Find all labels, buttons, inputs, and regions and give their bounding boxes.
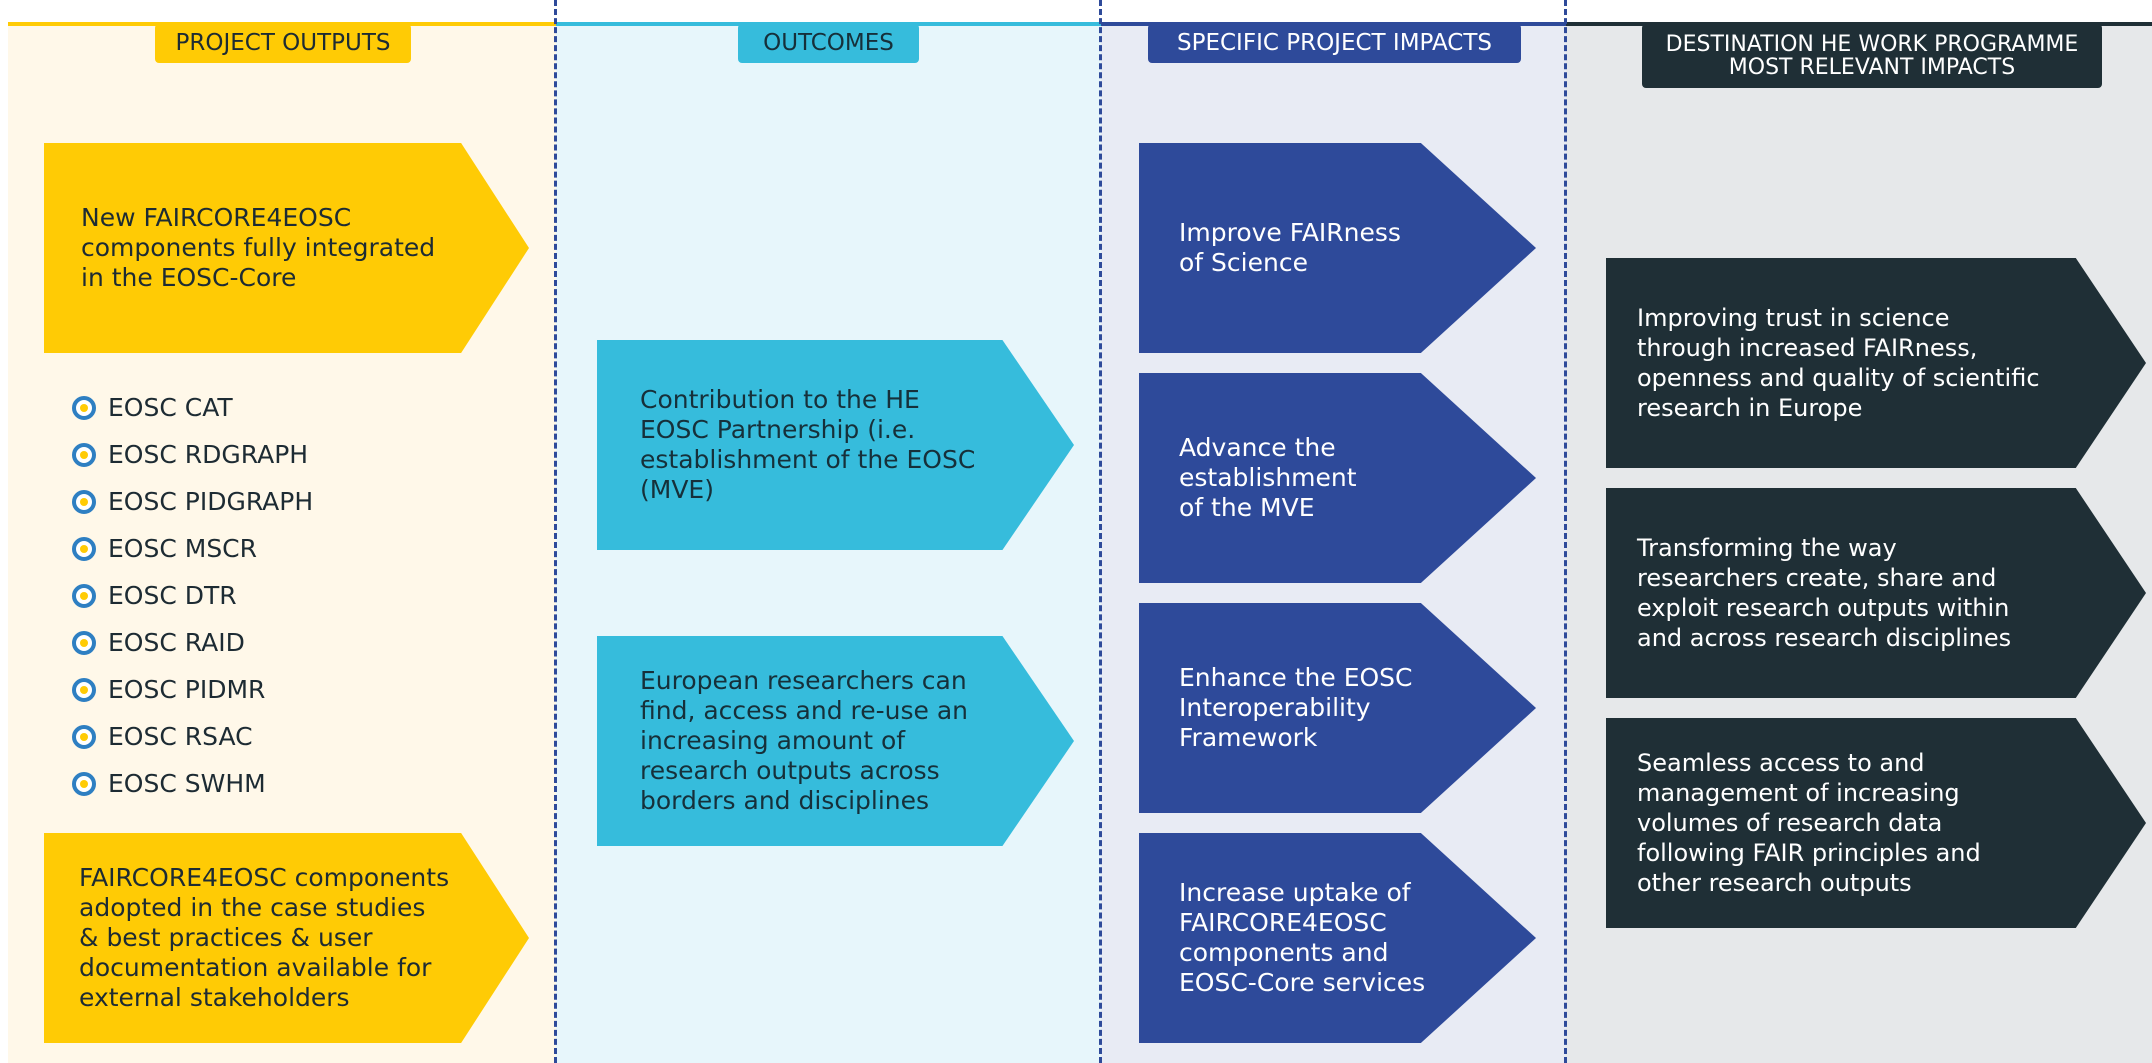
output-arrow-integrated: New FAIRCORE4EOSC components fully integ… <box>44 143 529 353</box>
impact-arrow-interoperability-text: Enhance the EOSC Interoperability Framew… <box>1179 663 1413 752</box>
destination-header: DESTINATION HE WORK PROGRAMME MOST RELEV… <box>1642 24 2102 88</box>
outcomes-header: OUTCOMES <box>738 24 919 63</box>
outcome-arrow-partnership: Contribution to the HE EOSC Partnership … <box>597 340 1074 550</box>
component-list: EOSC CAT EOSC RDGRAPH EOSC PIDGRAPH EOSC… <box>72 384 313 807</box>
eosc-ring-icon <box>72 771 96 796</box>
impact-arrow-mve-text: Advance the establishment of the MVE <box>1179 433 1357 522</box>
destination-arrow-trust-text: Improving trust in science through incre… <box>1637 304 2040 422</box>
list-item: EOSC PIDMR <box>72 666 313 713</box>
destination-arrow-trust: Improving trust in science through incre… <box>1606 258 2146 468</box>
output-arrow-adopted: FAIRCORE4EOSC components adopted in the … <box>44 833 529 1043</box>
output-arrow-adopted-text: FAIRCORE4EOSC components adopted in the … <box>79 863 450 1012</box>
impact-arrow-uptake-text: Increase uptake of FAIRCORE4EOSC compone… <box>1179 878 1426 997</box>
eosc-ring-icon <box>72 724 96 749</box>
eosc-ring-icon <box>72 677 96 702</box>
eosc-ring-icon <box>72 630 96 655</box>
outcome-arrow-researchers: European researchers can find, access an… <box>597 636 1074 846</box>
outcome-arrow-researchers-text: European researchers can find, access an… <box>640 666 969 815</box>
destination-arrow-seamless: Seamless access to and management of inc… <box>1606 718 2146 928</box>
eosc-ring-icon <box>72 395 96 420</box>
list-item: EOSC RDGRAPH <box>72 431 313 478</box>
destination-arrow-transforming-text: Transforming the way researchers create,… <box>1637 534 2012 652</box>
list-item: EOSC MSCR <box>72 525 313 572</box>
divider-outputs-outcomes <box>554 0 557 1063</box>
divider-impacts-destination <box>1564 0 1567 1063</box>
list-item: EOSC DTR <box>72 572 313 619</box>
list-item: EOSC RAID <box>72 619 313 666</box>
list-item: EOSC PIDGRAPH <box>72 478 313 525</box>
eosc-ring-icon <box>72 489 96 514</box>
impact-arrow-fairness-text: Improve FAIRness of Science <box>1179 218 1401 277</box>
eosc-ring-icon <box>72 536 96 561</box>
divider-outcomes-impacts <box>1099 0 1102 1063</box>
list-item: EOSC SWHM <box>72 760 313 807</box>
output-arrow-integrated-text: New FAIRCORE4EOSC components fully integ… <box>81 203 436 292</box>
list-item: EOSC RSAC <box>72 713 313 760</box>
eosc-ring-icon <box>72 583 96 608</box>
eosc-ring-icon <box>72 442 96 467</box>
destination-arrow-transforming: Transforming the way researchers create,… <box>1606 488 2146 698</box>
outcome-arrow-partnership-text: Contribution to the HE EOSC Partnership … <box>640 385 976 504</box>
outputs-header: PROJECT OUTPUTS <box>155 24 411 63</box>
list-item: EOSC CAT <box>72 384 313 431</box>
destination-arrow-seamless-text: Seamless access to and management of inc… <box>1637 749 1981 897</box>
impacts-header: SPECIFIC PROJECT IMPACTS <box>1148 24 1521 63</box>
